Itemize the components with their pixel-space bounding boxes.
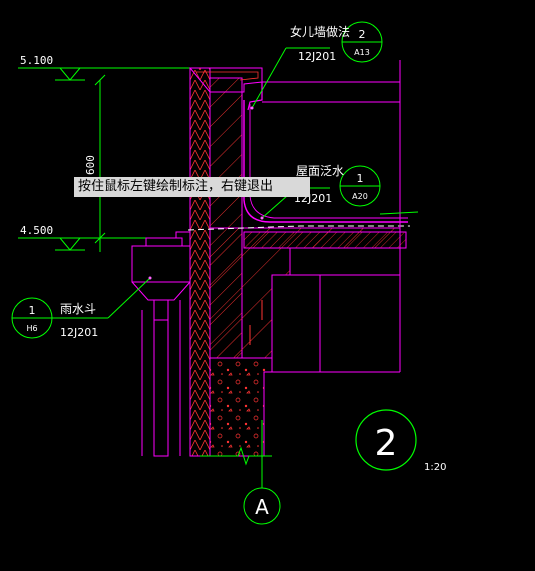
- axis-label: A: [255, 495, 269, 519]
- callout-number: 1: [357, 172, 364, 185]
- detail-number: 2: [375, 423, 398, 464]
- callout-rain-hopper[interactable]: 1 H6 雨水斗 12J201: [11, 297, 98, 339]
- callout-title: 屋面泛水: [296, 164, 344, 178]
- ring-beam: [209, 357, 273, 457]
- callout-standard: 12J201: [298, 50, 336, 63]
- break-line: [200, 446, 272, 466]
- callout-sheet: A20: [352, 192, 368, 201]
- detail-scale: 1:20: [424, 462, 446, 473]
- waterproof-membrane: [243, 100, 408, 223]
- callout-title: 雨水斗: [60, 302, 96, 316]
- elevation-dimension: [18, 67, 192, 252]
- dimension-text: 600: [84, 155, 97, 175]
- command-tooltip: 按住鼠标左键绘制标注，右键退出: [74, 177, 310, 197]
- rain-hopper: [131, 231, 191, 457]
- interior-structure: [262, 60, 401, 373]
- elevation-top-text: 5.100: [20, 54, 53, 67]
- parapet-coping: [188, 67, 263, 93]
- elevation-marker-bottom: [59, 237, 81, 251]
- callout-standard: 12J201: [60, 326, 98, 339]
- callout-sheet: H6: [26, 324, 37, 333]
- detail-marker[interactable]: 2 1:20: [355, 409, 446, 473]
- callout-number: 1: [29, 304, 36, 317]
- parapet-wall-section: [187, 67, 410, 466]
- downpipe: [153, 299, 169, 457]
- insulation-layer: [189, 67, 211, 457]
- roof-finish-layer: [243, 231, 407, 249]
- axis-circle: [243, 487, 281, 525]
- elevation-bottom-text: 4.500: [20, 224, 53, 237]
- callout-number: 2: [359, 28, 366, 41]
- elevation-marker-top: [59, 67, 81, 81]
- grid-axis-bubble[interactable]: A: [243, 487, 281, 525]
- detail-circle: [355, 409, 417, 471]
- callout-sheet: A13: [354, 48, 370, 57]
- callout-title: 女儿墙做法: [290, 24, 350, 39]
- callout-parapet[interactable]: 2 A13 女儿墙做法 12J201: [290, 21, 383, 63]
